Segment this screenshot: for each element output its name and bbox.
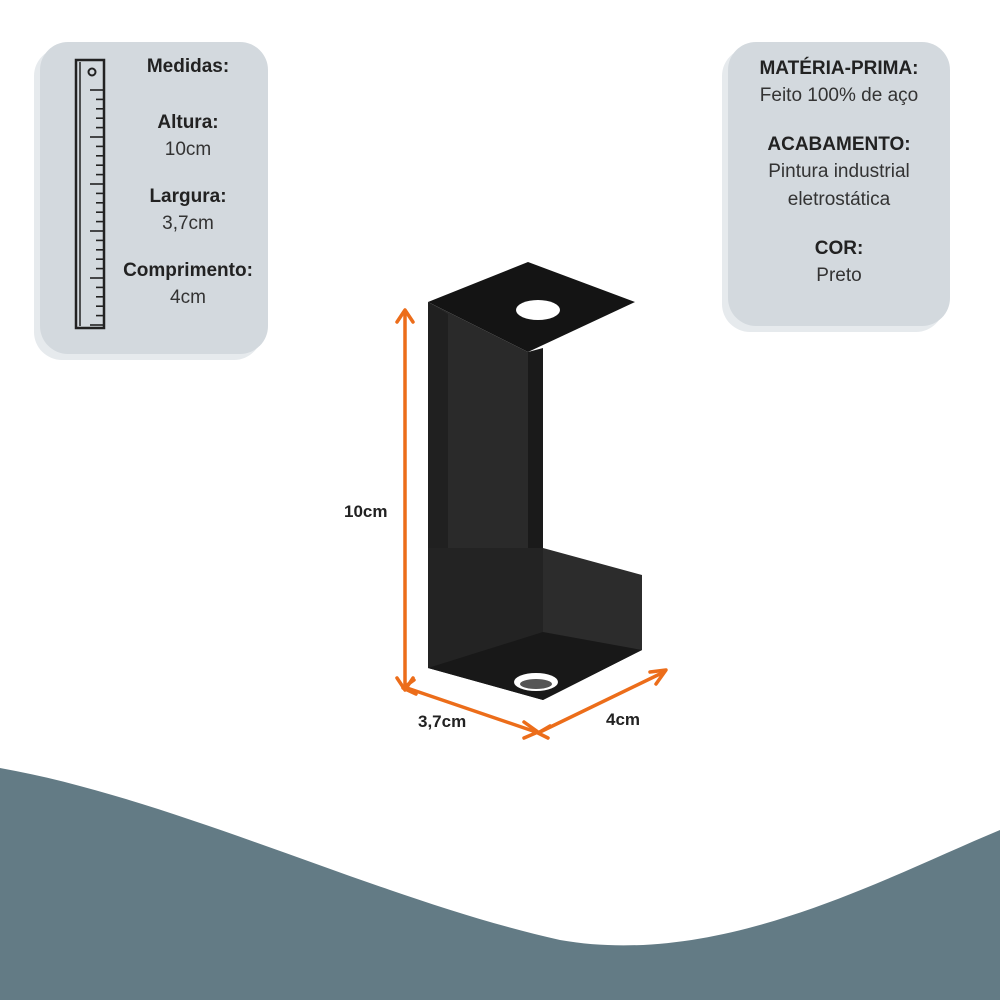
color-value: Preto <box>816 265 862 286</box>
measures-title: Medidas: <box>146 56 230 77</box>
measures-card: Medidas: Altura: 10cm Largura: 3,7cm Com… <box>40 42 268 354</box>
width-value: 3,7cm <box>162 213 214 234</box>
depth-dimension-label: 4cm <box>606 710 641 729</box>
height-label: Altura: <box>157 112 219 133</box>
material-value: Feito 100% de aço <box>759 85 919 106</box>
depth-arrow <box>538 670 666 734</box>
ruler-icon <box>74 58 106 330</box>
height-value: 10cm <box>164 139 212 160</box>
width-arrow <box>405 686 538 734</box>
length-label: Comprimento: <box>123 260 253 281</box>
material-label: MATÉRIA-PRIMA: <box>759 58 919 79</box>
finish-value-line2: eletrostática <box>787 189 891 210</box>
length-value: 4cm <box>170 287 206 308</box>
color-label: COR: <box>814 238 864 259</box>
width-dimension-label: 3,7cm <box>418 712 467 731</box>
width-label: Largura: <box>149 186 227 207</box>
specs-card: MATÉRIA-PRIMA: Feito 100% de aço ACABAME… <box>728 42 950 326</box>
finish-label: ACABAMENTO: <box>767 134 911 155</box>
finish-value-line1: Pintura industrial <box>768 161 910 182</box>
height-dimension-label: 10cm <box>344 502 388 521</box>
bracket-image <box>428 262 642 700</box>
